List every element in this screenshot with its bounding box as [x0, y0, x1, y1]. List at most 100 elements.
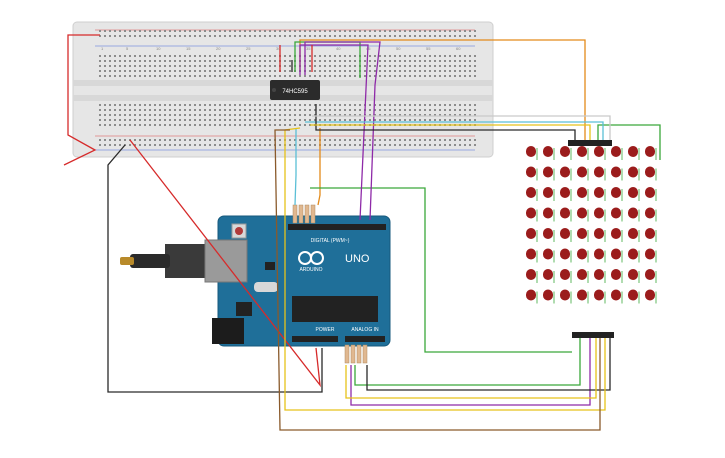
col-label: 30	[276, 46, 281, 51]
shift-register-chip[interactable]: 74HC595	[270, 80, 320, 100]
breadboard-hole	[109, 65, 111, 67]
breadboard-hole	[474, 35, 476, 37]
breadboard-hole	[174, 55, 176, 57]
breadboard-hole	[104, 104, 106, 106]
breadboard-hole	[309, 35, 311, 37]
breadboard-hole	[194, 114, 196, 116]
wires[interactable]	[63, 34, 661, 431]
breadboard-hole	[444, 109, 446, 111]
breadboard-hole	[159, 75, 161, 77]
breadboard-hole	[469, 55, 471, 57]
breadboard-hole	[254, 139, 256, 141]
breadboard-hole	[474, 109, 476, 111]
breadboard-hole	[434, 144, 436, 146]
breadboard-hole	[289, 139, 291, 141]
breadboard-hole	[109, 75, 111, 77]
breadboard-hole	[269, 119, 271, 121]
breadboard-hole	[189, 75, 191, 77]
breadboard-hole	[249, 114, 251, 116]
breadboard-hole	[99, 114, 101, 116]
breadboard-hole	[404, 144, 406, 146]
breadboard-hole	[134, 70, 136, 72]
wire-purple	[350, 338, 591, 406]
breadboard-hole	[469, 119, 471, 121]
breadboard-hole	[124, 30, 126, 32]
breadboard-hole	[404, 119, 406, 121]
breadboard-hole	[379, 65, 381, 67]
breadboard-hole	[164, 119, 166, 121]
breadboard-hole	[224, 144, 226, 146]
breadboard-hole	[259, 75, 261, 77]
breadboard-hole	[209, 114, 211, 116]
breadboard-hole	[184, 104, 186, 106]
breadboard-hole	[444, 60, 446, 62]
breadboard-hole	[184, 144, 186, 146]
breadboard-hole	[249, 139, 251, 141]
breadboard-hole	[294, 119, 296, 121]
breadboard-hole	[474, 60, 476, 62]
led	[526, 228, 536, 239]
breadboard-hole	[459, 114, 461, 116]
breadboard-hole	[344, 75, 346, 77]
breadboard-hole	[244, 124, 246, 126]
breadboard-hole	[224, 60, 226, 62]
breadboard-hole	[299, 35, 301, 37]
breadboard-hole	[314, 65, 316, 67]
breadboard-hole	[104, 60, 106, 62]
breadboard-hole	[474, 139, 476, 141]
led	[594, 228, 604, 239]
breadboard-hole	[354, 109, 356, 111]
wire-green	[354, 338, 581, 386]
breadboard-hole	[314, 30, 316, 32]
breadboard-hole	[159, 30, 161, 32]
breadboard-hole	[284, 75, 286, 77]
breadboard-hole	[99, 35, 101, 37]
breadboard-hole	[119, 124, 121, 126]
breadboard-hole	[159, 109, 161, 111]
breadboard-hole	[264, 55, 266, 57]
breadboard-hole	[129, 144, 131, 146]
breadboard-hole	[469, 139, 471, 141]
breadboard-hole	[444, 119, 446, 121]
led	[577, 166, 587, 178]
breadboard-hole	[424, 65, 426, 67]
breadboard-hole	[204, 55, 206, 57]
arduino-uno-board[interactable]: DIGITAL (PWM~) ARDUINO UNO POWER ANALOG …	[120, 215, 391, 347]
breadboard-hole	[304, 75, 306, 77]
breadboard-hole	[339, 30, 341, 32]
breadboard-hole	[399, 35, 401, 37]
breadboard-hole	[299, 109, 301, 111]
breadboard-hole	[289, 75, 291, 77]
breadboard-hole	[189, 60, 191, 62]
breadboard-hole	[409, 55, 411, 57]
breadboard-hole	[274, 124, 276, 126]
breadboard-hole	[284, 70, 286, 72]
breadboard-hole	[259, 114, 261, 116]
breadboard-hole	[344, 60, 346, 62]
breadboard-hole	[474, 119, 476, 121]
breadboard-hole	[239, 144, 241, 146]
breadboard-hole	[169, 30, 171, 32]
led	[543, 207, 553, 219]
resistors-top[interactable]	[292, 204, 316, 224]
breadboard-hole	[309, 119, 311, 121]
breadboard-hole	[439, 35, 441, 37]
breadboard-hole	[229, 75, 231, 77]
breadboard-hole	[339, 119, 341, 121]
breadboard-hole	[184, 114, 186, 116]
breadboard-hole	[114, 124, 116, 126]
breadboard-hole	[219, 65, 221, 67]
breadboard-hole	[299, 104, 301, 106]
breadboard-hole	[379, 109, 381, 111]
breadboard-hole	[119, 35, 121, 37]
breadboard-hole	[219, 139, 221, 141]
breadboard-hole	[299, 75, 301, 77]
resistors-bottom[interactable]	[344, 344, 368, 364]
breadboard-hole	[234, 139, 236, 141]
led-matrix[interactable]	[522, 140, 662, 338]
breadboard-hole	[134, 119, 136, 121]
led	[577, 146, 587, 157]
breadboard-hole	[189, 70, 191, 72]
breadboard-hole	[199, 60, 201, 62]
